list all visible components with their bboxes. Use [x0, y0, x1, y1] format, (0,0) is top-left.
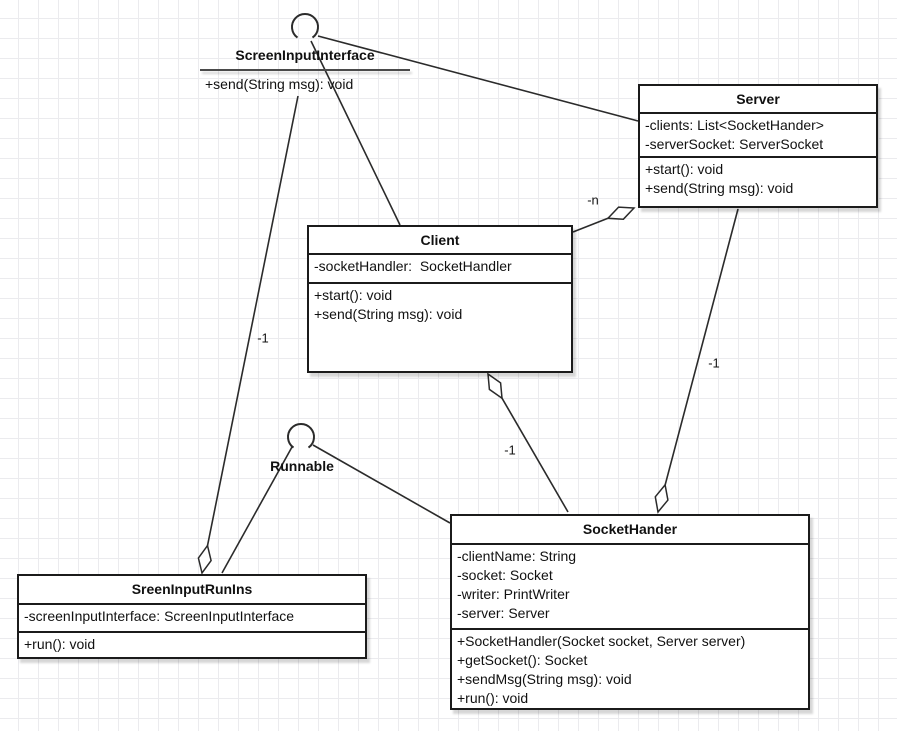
method-line: +send(String msg): void — [314, 306, 463, 322]
screen-input-interface-socket-icon[interactable] — [291, 12, 319, 39]
aggregation-diamond-icon — [606, 206, 636, 220]
interface-title-underline — [200, 69, 410, 71]
attribute-line: -socket: Socket — [457, 567, 553, 583]
multiplicity-label[interactable]: -n — [587, 192, 599, 208]
class-title: SreenInputRunIns — [131, 581, 253, 597]
multiplicity-label[interactable]: -1 — [708, 355, 720, 371]
method-line: +getSocket(): Socket — [457, 652, 588, 668]
connection-line[interactable] — [657, 208, 739, 513]
class-attributes: -socketHandler: SocketHandler — [309, 253, 571, 282]
method-line: +run(): void — [457, 690, 529, 706]
connection-line[interactable] — [221, 446, 293, 574]
interface-title-runnable[interactable]: Runnable — [270, 458, 334, 474]
attribute-line: -writer: PrintWriter — [457, 586, 570, 602]
aggregation-diamond-icon — [654, 483, 669, 514]
multiplicity-label[interactable]: -1 — [504, 442, 516, 458]
class-attributes: -clientName: String -socket: Socket -write… — [452, 543, 808, 628]
connection-line[interactable] — [310, 40, 401, 226]
attribute-line: -screenInputInterface: ScreenInputInterf… — [24, 608, 295, 624]
attribute-line: -clients: List<SocketHander> — [645, 117, 824, 133]
aggregation-diamond-icon — [487, 372, 503, 400]
class-sreeninputrunins[interactable]: SreenInputRunIns -screenInputInterface: … — [17, 574, 367, 659]
runnable-socket-icon[interactable] — [287, 422, 315, 449]
connection-line[interactable] — [317, 35, 639, 122]
class-attributes: -screenInputInterface: ScreenInputInterf… — [19, 603, 365, 631]
class-attributes: -clients: List<SocketHander> -serverSocke… — [640, 112, 876, 156]
class-methods: +SocketHandler(Socket socket, Server ser… — [452, 628, 808, 708]
class-methods: +start(): void +send(String msg): void — [309, 282, 571, 371]
class-title: Client — [420, 232, 460, 248]
class-methods: +run(): void — [19, 631, 365, 657]
connection-line[interactable] — [312, 444, 451, 524]
attribute-line: -clientName: String — [457, 548, 577, 564]
method-line: +sendMsg(String msg): void — [457, 671, 632, 687]
method-line: +send(String msg): void — [645, 180, 794, 196]
aggregation-diamond-icon — [197, 543, 212, 575]
method-line: +start(): void — [314, 287, 393, 303]
interface-operation: +send(String msg): void — [205, 76, 354, 92]
method-line: +run(): void — [24, 636, 96, 652]
attribute-line: -server: Server — [457, 605, 550, 621]
class-methods: +start(): void +send(String msg): void — [640, 156, 876, 206]
class-client[interactable]: Client -socketHandler: SocketHandler +st… — [307, 225, 573, 373]
class-title: SocketHander — [582, 521, 678, 537]
method-line: +SocketHandler(Socket socket, Server ser… — [457, 633, 746, 649]
class-title: Server — [736, 91, 780, 107]
attribute-line: -serverSocket: ServerSocket — [645, 136, 824, 152]
class-server[interactable]: Server -clients: List<SocketHander> -serv… — [638, 84, 878, 208]
class-sockethander[interactable]: SocketHander -clientName: String -socket:… — [450, 514, 810, 710]
method-line: +start(): void — [645, 161, 724, 177]
multiplicity-label[interactable]: -1 — [257, 330, 269, 346]
attribute-line: -socketHandler: SocketHandler — [314, 258, 512, 274]
interface-title-screeninputinterface[interactable]: ScreenInputInterface — [235, 47, 375, 63]
connection-line[interactable] — [201, 95, 299, 574]
